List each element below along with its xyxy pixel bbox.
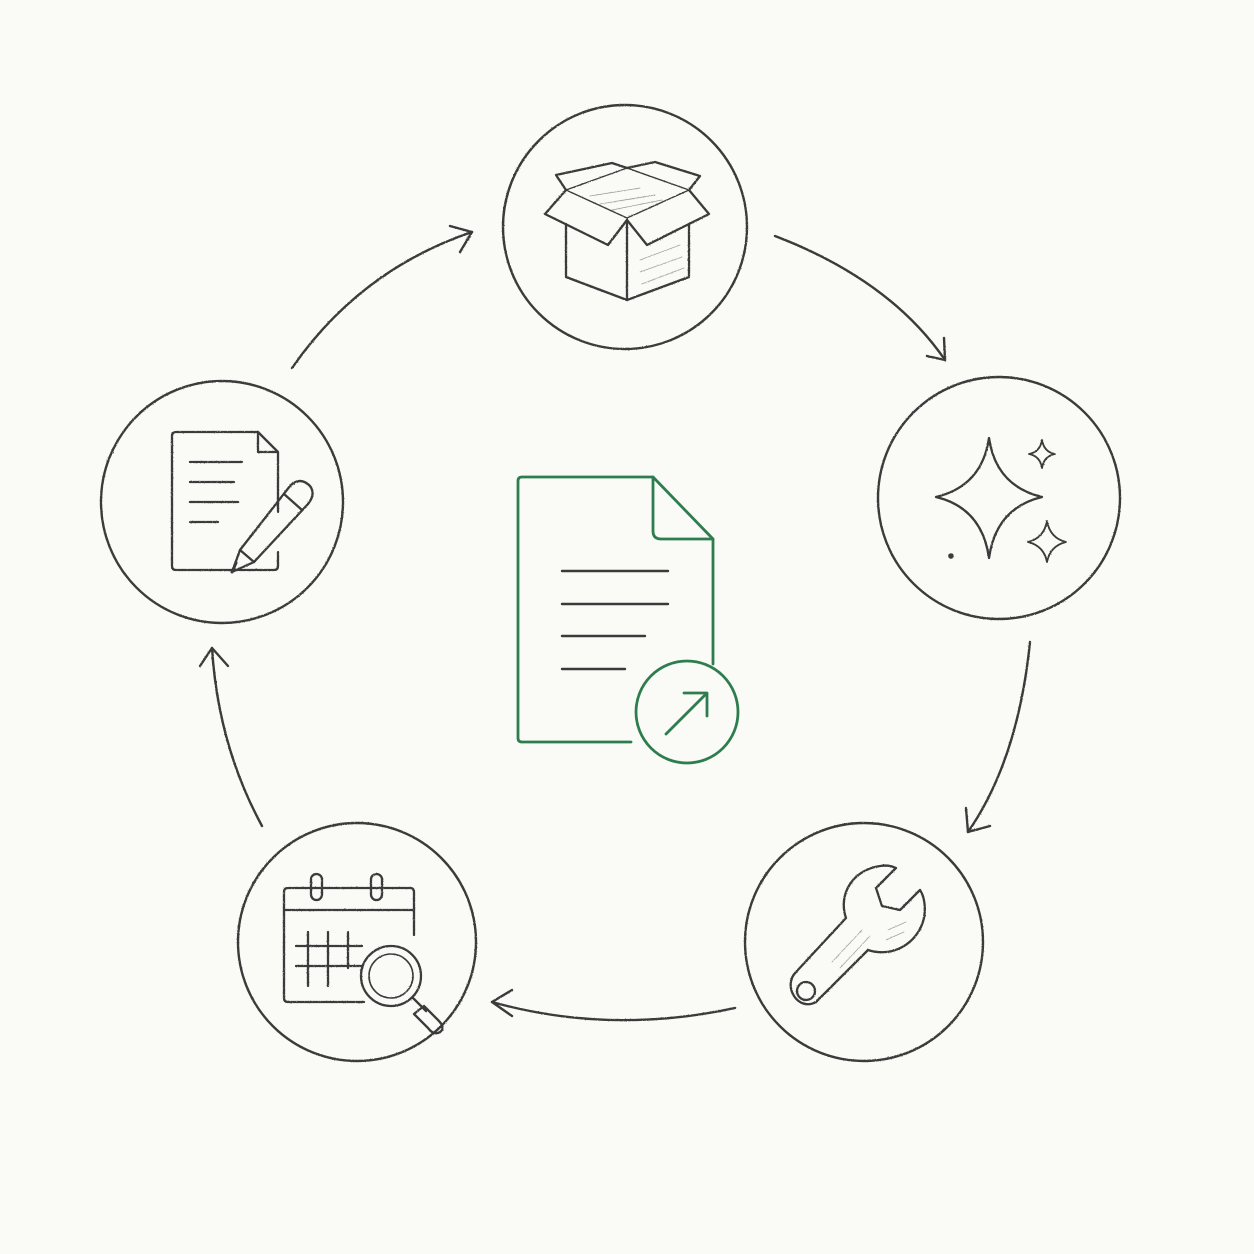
stage-circle-enhance	[876, 375, 1122, 621]
calendar-search-icon	[282, 872, 444, 1035]
stage-circle-package	[501, 103, 749, 351]
arrow-draft-to-package	[290, 224, 474, 370]
stage-circle-draft	[99, 379, 345, 625]
document-text-lines	[560, 569, 670, 671]
arrow-schedule-to-draft	[198, 646, 264, 828]
arrow-maintain-to-schedule	[490, 988, 737, 1022]
open-box-icon	[543, 160, 711, 302]
document-export-icon	[516, 475, 740, 765]
wrench-icon	[789, 864, 926, 1006]
document-pencil-icon	[170, 430, 314, 574]
stage-circle-maintain	[743, 821, 985, 1063]
arrow-package-to-enhance	[773, 234, 947, 362]
stage-circle-schedule-review	[236, 821, 478, 1063]
sparkles-icon	[934, 436, 1067, 563]
export-arrow-badge	[634, 659, 740, 765]
arrow-enhance-to-maintain	[964, 640, 1032, 834]
